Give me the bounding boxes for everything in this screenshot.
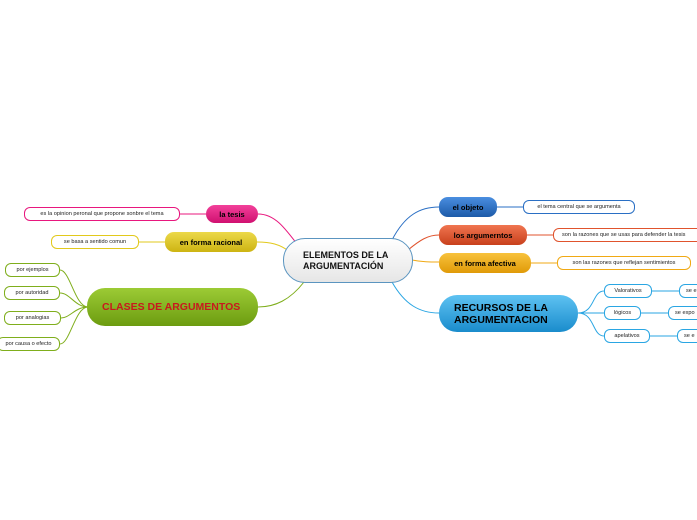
clases-item[interactable]: por autoridad [4,286,60,300]
recursos-node[interactable]: RECURSOS DE LA ARGUMENTACION [439,295,578,332]
clases-node[interactable]: CLASES DE ARGUMENTOS [87,288,258,326]
argumentos-label: los argumerntos [453,230,513,240]
clases-item[interactable]: por causa o efecto [0,337,60,351]
recursos-item-detail[interactable]: se e [679,284,697,298]
afectiva-detail[interactable]: son las razones que reflejan sentimiento… [557,256,691,270]
recursos-item-detail[interactable]: se expo [668,306,697,320]
recursos-item[interactable]: apelativos [604,329,650,343]
recursos-item[interactable]: lógicos [604,306,641,320]
tesis-label: la tesis [219,209,245,219]
central-topic[interactable]: ELEMENTOS DE LA ARGUMENTACIÓN [283,238,413,283]
clases-item[interactable]: por ejemplos [5,263,60,277]
recursos-item-detail[interactable]: se e [677,329,697,343]
racional-label: en forma racional [179,237,243,247]
objeto-detail[interactable]: el tema central que se argumenta [523,200,635,214]
racional-detail[interactable]: se basa a sentido comun [51,235,139,249]
racional-node[interactable]: en forma racional [165,232,257,252]
recursos-item[interactable]: Valorativos [604,284,652,298]
clases-label: CLASES DE ARGUMENTOS [102,301,241,313]
recursos-label: RECURSOS DE LA ARGUMENTACION [454,301,548,326]
argumentos-detail[interactable]: son la razones que se usas para defender… [553,228,697,242]
argumentos-node[interactable]: los argumerntos [439,225,527,245]
clases-item[interactable]: por analogias [4,311,61,325]
tesis-node[interactable]: la tesis [206,205,258,223]
objeto-label: el objeto [452,202,484,212]
tesis-detail[interactable]: es la opinion peronal que propone sonbre… [24,207,180,221]
afectiva-node[interactable]: en forma afectiva [439,253,531,273]
objeto-node[interactable]: el objeto [439,197,497,217]
afectiva-label: en forma afectiva [454,258,516,268]
central-topic-label: ELEMENTOS DE LA ARGUMENTACIÓN [303,249,389,271]
